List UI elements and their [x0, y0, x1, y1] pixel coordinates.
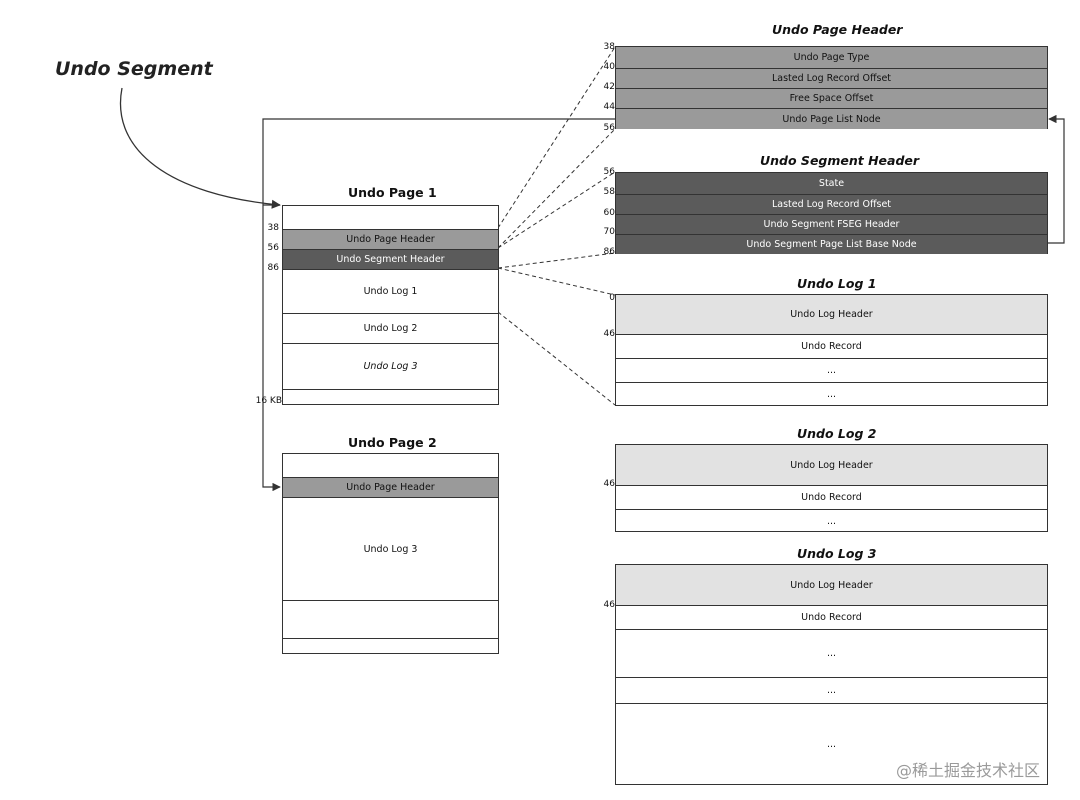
dash-log1-top — [497, 267, 616, 296]
page1-page-header: Undo Page Header — [283, 229, 498, 249]
ph-offset-38: 38 — [603, 42, 615, 52]
log2-ellipsis: ... — [616, 509, 1047, 532]
undo-segment-header-detail: State Lasted Log Record Offset Undo Segm… — [615, 172, 1048, 254]
dash-seg-header-bottom — [497, 252, 616, 269]
ph-offset-42: 42 — [603, 82, 615, 92]
log1-offset-46: 46 — [603, 329, 615, 339]
page1-undo-log-3: Undo Log 3 — [283, 343, 498, 389]
page2-undo-log-3: Undo Log 3 — [283, 497, 498, 600]
log1-offset-0: 0 — [609, 293, 615, 303]
page1-blank-top — [283, 206, 498, 229]
page1-undo-log-2: Undo Log 2 — [283, 313, 498, 343]
base-node-link — [1048, 114, 1065, 244]
page-header-title: Undo Page Header — [772, 22, 903, 37]
page2-page-header: Undo Page Header — [283, 477, 498, 497]
sh-offset-56: 56 — [603, 167, 615, 177]
log1-ellipsis-2: ... — [616, 382, 1047, 406]
sh-page-list-base-node: Undo Segment Page List Base Node — [616, 234, 1047, 254]
undo-segment-label: Undo Segment — [55, 58, 213, 80]
segment-header-title: Undo Segment Header — [760, 153, 920, 168]
page1-offset-38: 38 — [267, 223, 279, 233]
dash-log1-bottom — [497, 311, 616, 406]
ph-undo-page-list-node: Undo Page List Node — [616, 108, 1047, 129]
ph-lasted-log-record-offset: Lasted Log Record Offset — [616, 68, 1047, 88]
segment-arrow — [119, 87, 281, 209]
page1-undo-log-1: Undo Log 1 — [283, 269, 498, 313]
undo-log-2-detail: Undo Log Header Undo Record ... — [615, 444, 1048, 532]
log3-ellipsis-1: ... — [616, 629, 1047, 677]
undo-page-2: Undo Page Header Undo Log 3 — [282, 453, 499, 654]
page2-title: Undo Page 2 — [348, 435, 437, 450]
page2-blank-mid — [283, 600, 498, 638]
page1-blank-bottom — [283, 389, 498, 405]
sh-offset-70: 70 — [603, 227, 615, 237]
page2-blank-top — [283, 454, 498, 477]
page1-offset-86: 86 — [267, 263, 279, 273]
log2-header: Undo Log Header — [616, 445, 1047, 485]
page2-blank-bottom — [283, 638, 498, 654]
log3-ellipsis-3: ... — [616, 703, 1047, 785]
page1-title: Undo Page 1 — [348, 185, 437, 200]
watermark: @稀土掘金技术社区 — [896, 761, 1041, 780]
log3-title: Undo Log 3 — [797, 546, 877, 561]
dash-seg-header-top — [497, 171, 616, 249]
ph-offset-44: 44 — [603, 102, 615, 112]
log3-header: Undo Log Header — [616, 565, 1047, 605]
undo-log-1-detail: Undo Log Header Undo Record ... ... — [615, 294, 1048, 406]
undo-page-1: Undo Page Header Undo Segment Header Und… — [282, 205, 499, 405]
ph-undo-page-type: Undo Page Type — [616, 47, 1047, 68]
log1-header: Undo Log Header — [616, 295, 1047, 334]
page1-segment-header: Undo Segment Header — [283, 249, 498, 269]
log2-title: Undo Log 2 — [797, 426, 877, 441]
ph-offset-40: 40 — [603, 62, 615, 72]
log1-title: Undo Log 1 — [797, 276, 877, 291]
log1-ellipsis-1: ... — [616, 358, 1047, 382]
sh-state: State — [616, 173, 1047, 194]
sh-offset-58: 58 — [603, 187, 615, 197]
undo-page-header-detail: Undo Page Type Lasted Log Record Offset … — [615, 46, 1048, 129]
log1-undo-record: Undo Record — [616, 334, 1047, 358]
sh-offset-86: 86 — [603, 247, 615, 257]
log3-offset-46: 46 — [603, 600, 615, 610]
log2-undo-record: Undo Record — [616, 485, 1047, 509]
ph-offset-56: 56 — [603, 123, 615, 133]
sh-lasted-log-record-offset: Lasted Log Record Offset — [616, 194, 1047, 214]
log3-undo-record: Undo Record — [616, 605, 1047, 629]
page1-offset-56: 56 — [267, 243, 279, 253]
sh-offset-60: 60 — [603, 208, 615, 218]
dash-page-header-top — [497, 46, 616, 229]
undo-log-3-detail: Undo Log Header Undo Record ... ... ... — [615, 564, 1048, 785]
page-list-link — [262, 118, 615, 492]
sh-fseg-header: Undo Segment FSEG Header — [616, 214, 1047, 234]
page1-offset-16kb: 16 KB — [255, 396, 282, 406]
log3-ellipsis-2: ... — [616, 677, 1047, 703]
ph-free-space-offset: Free Space Offset — [616, 88, 1047, 108]
log2-offset-46: 46 — [603, 479, 615, 489]
